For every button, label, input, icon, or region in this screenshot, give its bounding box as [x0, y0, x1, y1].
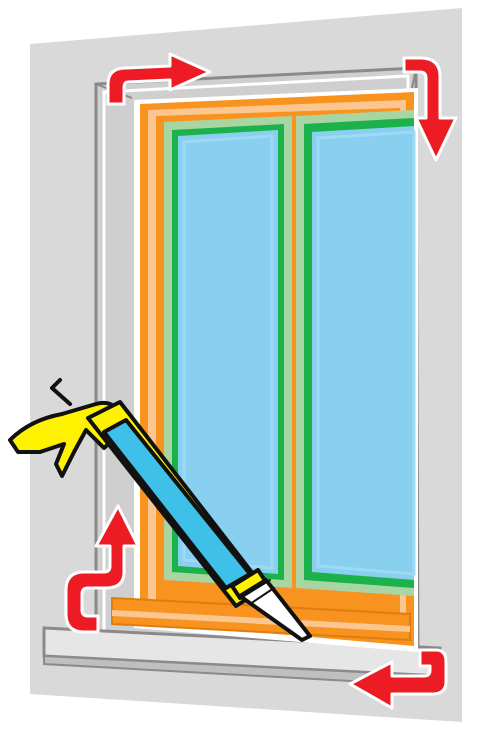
window-sash-right [296, 110, 414, 596]
